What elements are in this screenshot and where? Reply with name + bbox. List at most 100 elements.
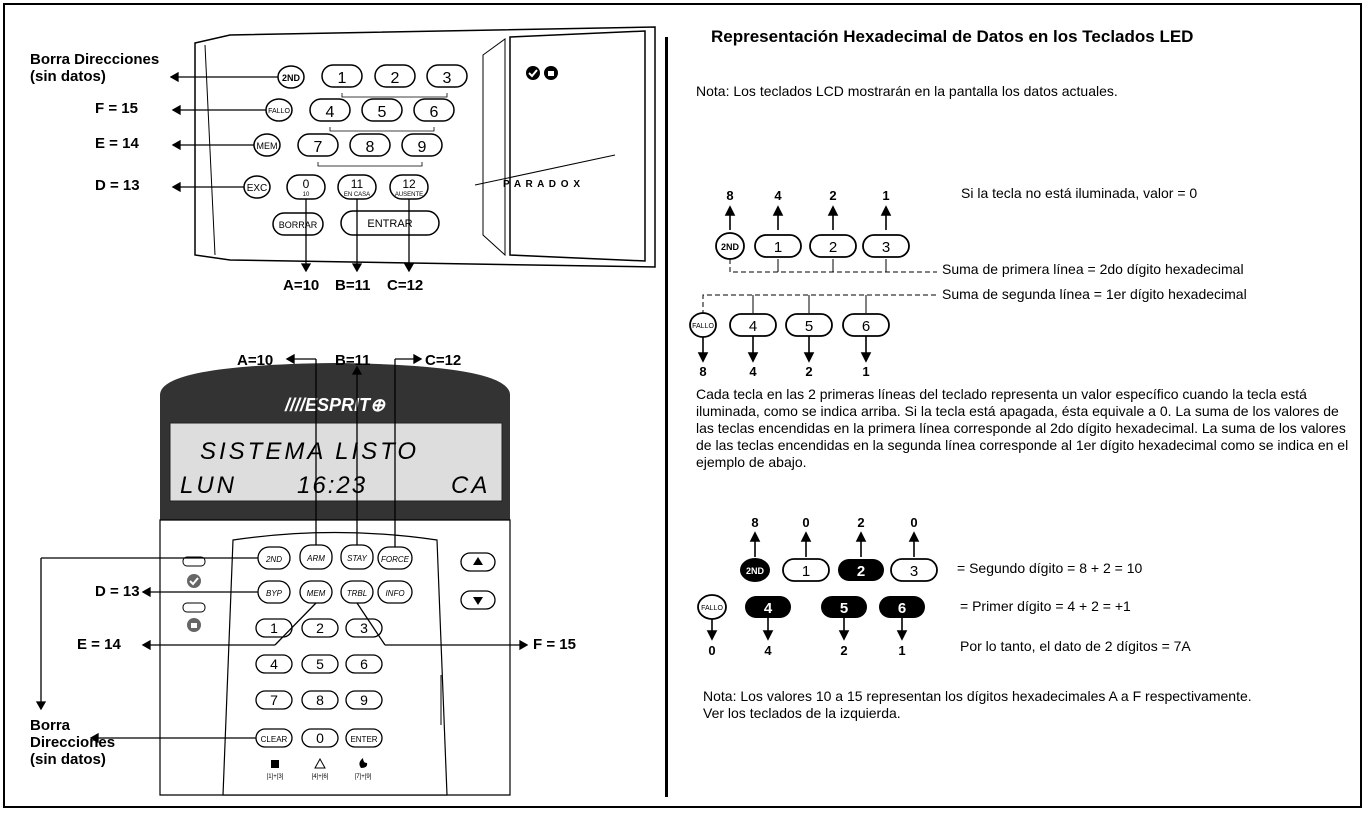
svg-text:FORCE: FORCE — [381, 555, 410, 564]
lcd-key-force: FORCE — [377, 546, 413, 570]
bottom-value-fallo: 8 — [699, 364, 706, 379]
lcd-arrow-e — [141, 602, 317, 651]
svg-text:BYP: BYP — [266, 589, 283, 598]
svg-text:TRBL: TRBL — [347, 589, 367, 598]
vertical-divider — [665, 37, 668, 797]
svg-text:4: 4 — [764, 600, 773, 617]
lcd-key-0: 0 — [301, 728, 339, 748]
d1-key-2: 2 — [809, 234, 857, 258]
svg-text:ARM: ARM — [306, 554, 325, 563]
svg-text:INFO: INFO — [385, 589, 404, 598]
svg-text:CLEAR: CLEAR — [261, 735, 288, 744]
lcd-key-3: 3 — [345, 618, 383, 638]
lcd-key-clear: CLEAR — [255, 728, 293, 748]
d2-top-value-2: 2 — [857, 515, 864, 530]
e-14-label: E = 14 — [95, 135, 139, 152]
lcd-key-9: 9 — [345, 690, 383, 710]
svg-text:4: 4 — [270, 656, 278, 672]
svg-text:5: 5 — [378, 104, 387, 121]
top-value-1: 4 — [774, 188, 782, 203]
lcd-b-11-label: B=11 — [335, 352, 371, 369]
key-8: 8 — [349, 133, 391, 157]
d1-key-4: 4 — [729, 313, 777, 337]
svg-text:5: 5 — [840, 600, 848, 617]
svg-text:8: 8 — [316, 692, 324, 708]
svg-text:9: 9 — [418, 139, 427, 156]
arrow-d — [171, 181, 244, 193]
note-lcd: Nota: Los teclados LCD mostrarán en la p… — [696, 83, 1118, 99]
lcd-key-4: 4 — [255, 654, 293, 674]
svg-text:EXC: EXC — [247, 183, 268, 194]
lcd-f-15-label: F = 15 — [533, 636, 576, 653]
warning-icon — [314, 757, 326, 769]
svg-text:ENTER: ENTER — [350, 735, 377, 744]
lcd-line2c: CA — [451, 472, 490, 499]
arrow-borra — [169, 71, 278, 83]
bottom-value-6: 1 — [862, 364, 869, 379]
d1-key-5: 5 — [785, 313, 833, 337]
key-2: 2 — [374, 64, 416, 88]
top-value-3: 1 — [882, 188, 889, 203]
lcd-key-mem: MEM — [299, 580, 333, 604]
key-2nd: 2ND — [277, 65, 305, 89]
police-icon — [271, 760, 279, 768]
value-diagram-2: 8 0 2 0 2ND 1 2 3 FALLO 4 5 6 0 4 2 1 — [697, 515, 938, 658]
lcd-line2b: 16:23 — [297, 472, 367, 499]
svg-text:3: 3 — [882, 239, 890, 256]
svg-text:MEM: MEM — [257, 141, 278, 151]
key-1: 1 — [321, 64, 363, 88]
svg-text:12: 12 — [402, 177, 416, 191]
top-value-2: 2 — [829, 188, 836, 203]
d1-key-6: 6 — [842, 313, 890, 337]
lcd-arrow-borra — [35, 557, 258, 711]
d2-key-fallo: FALLO — [697, 594, 727, 620]
sum-first-line: Suma de primera línea = 2do dígito hexad… — [942, 261, 1244, 277]
bottom-value-4: 4 — [749, 364, 757, 379]
key-mem: MEM — [253, 133, 281, 157]
lcd-borra-direcciones-label: Borra Direcciones (sin datos) — [30, 717, 116, 768]
bottom-value-5: 2 — [805, 364, 812, 379]
svg-text:FALLO: FALLO — [268, 108, 290, 115]
lcd-arrow-a — [285, 353, 317, 545]
d2-top-value-3: 0 — [910, 515, 917, 530]
check-led-icon — [526, 66, 540, 80]
example-second-digit: = Segundo dígito = 8 + 2 = 10 — [957, 560, 1143, 576]
d2-bottom-value-5: 2 — [840, 643, 847, 658]
top-value-2nd: 8 — [726, 188, 733, 203]
svg-text:5: 5 — [805, 318, 813, 335]
svg-text:2: 2 — [857, 563, 865, 580]
esprit-brand: ////ESPRIT⊕ — [284, 395, 386, 415]
svg-text:1: 1 — [338, 70, 347, 87]
page: P A R A D O X 2ND 1 2 3 FALLO 4 5 6 MEM … — [3, 3, 1362, 808]
svg-text:1: 1 — [270, 620, 278, 636]
svg-text:6: 6 — [430, 104, 439, 121]
svg-text:1: 1 — [774, 239, 782, 256]
d2-key-4-lit: 4 — [745, 596, 791, 618]
d2-bottom-value-6: 1 — [898, 643, 905, 658]
lcd-key-8: 8 — [301, 690, 339, 710]
svg-text:2: 2 — [829, 239, 837, 256]
page-title: Representación Hexadecimal de Datos en l… — [711, 27, 1194, 46]
svg-text:4: 4 — [749, 318, 757, 335]
lcd-line2a: LUN — [180, 472, 237, 499]
key-exc: EXC — [243, 175, 271, 199]
lcd-c-12-label: C=12 — [425, 352, 462, 369]
svg-text:5: 5 — [316, 656, 324, 672]
arrow-f — [171, 104, 266, 116]
key-fallo: FALLO — [265, 98, 293, 122]
lcd-d-13-label: D = 13 — [95, 583, 140, 600]
unlit-note: Si la tecla no está iluminada, valor = 0 — [961, 185, 1198, 201]
svg-text:BORRAR: BORRAR — [279, 220, 318, 230]
key-7: 7 — [297, 133, 339, 157]
lcd-key-5: 5 — [301, 654, 339, 674]
lcd-key-7: 7 — [255, 690, 293, 710]
svg-text:3: 3 — [360, 620, 368, 636]
lock-indicator-icon — [187, 618, 201, 632]
paradox-brand: P A R A D O X — [503, 179, 581, 190]
svg-text:9: 9 — [360, 692, 368, 708]
d2-key-2nd-lit: 2ND — [740, 558, 770, 582]
svg-text:7: 7 — [270, 692, 278, 708]
lcd-key-stay: STAY — [340, 544, 374, 570]
svg-text:3: 3 — [443, 70, 452, 87]
